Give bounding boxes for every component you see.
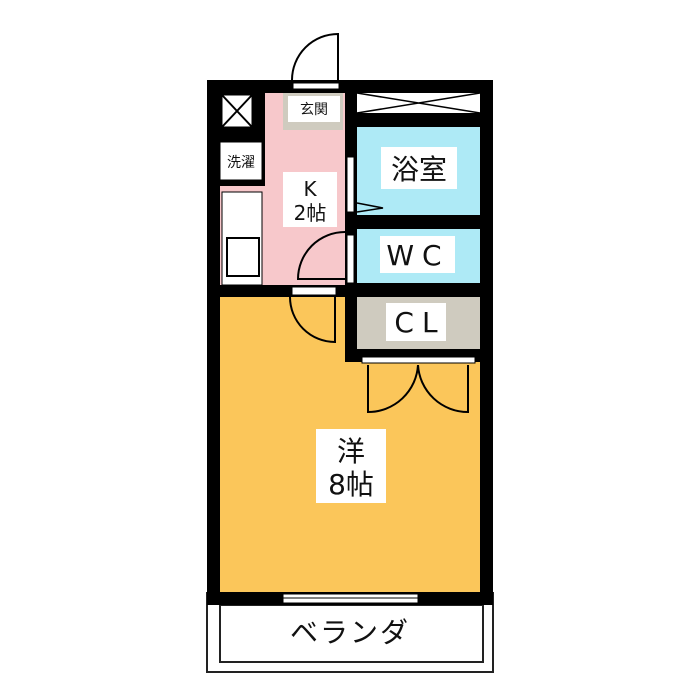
wc-label-bg [380,236,455,273]
balcony-label: ベランダ [290,616,410,649]
sink-icon [226,237,260,277]
closet-door-frame [361,356,476,364]
closet-door-swing [367,364,469,414]
bath-door-arrow-icon [356,202,384,213]
bath-door [346,156,355,213]
kitchen-label-bg [283,172,337,227]
kitchen-name-label: K [303,177,317,201]
entrance-door[interactable] [291,32,339,81]
entrance-label-bg [288,96,340,122]
closet-label-bg [386,303,446,341]
entrance-door-frame [292,82,340,90]
room-door-swing [289,296,336,344]
closet-label: CL [394,306,445,339]
laundry-label: 洗濯 [227,155,255,171]
kitchen-size-label: 2帖 [294,201,327,225]
room-door-frame [291,286,337,296]
western-size-label: 8帖 [328,468,374,501]
balcony-inner [219,604,484,663]
wc-door-swing [296,231,346,280]
vent-x-icon [356,92,481,114]
shaft-x-icon [221,94,253,128]
bath-label: 浴室 [391,153,447,186]
wc-label: WC [386,239,449,272]
laundry-space[interactable] [219,141,263,181]
western-name-label: 洋 [337,435,365,468]
wc-door [346,234,355,284]
bath-label-bg [381,147,457,189]
entrance-label: 玄関 [300,101,328,118]
western-label-bg [316,429,386,503]
